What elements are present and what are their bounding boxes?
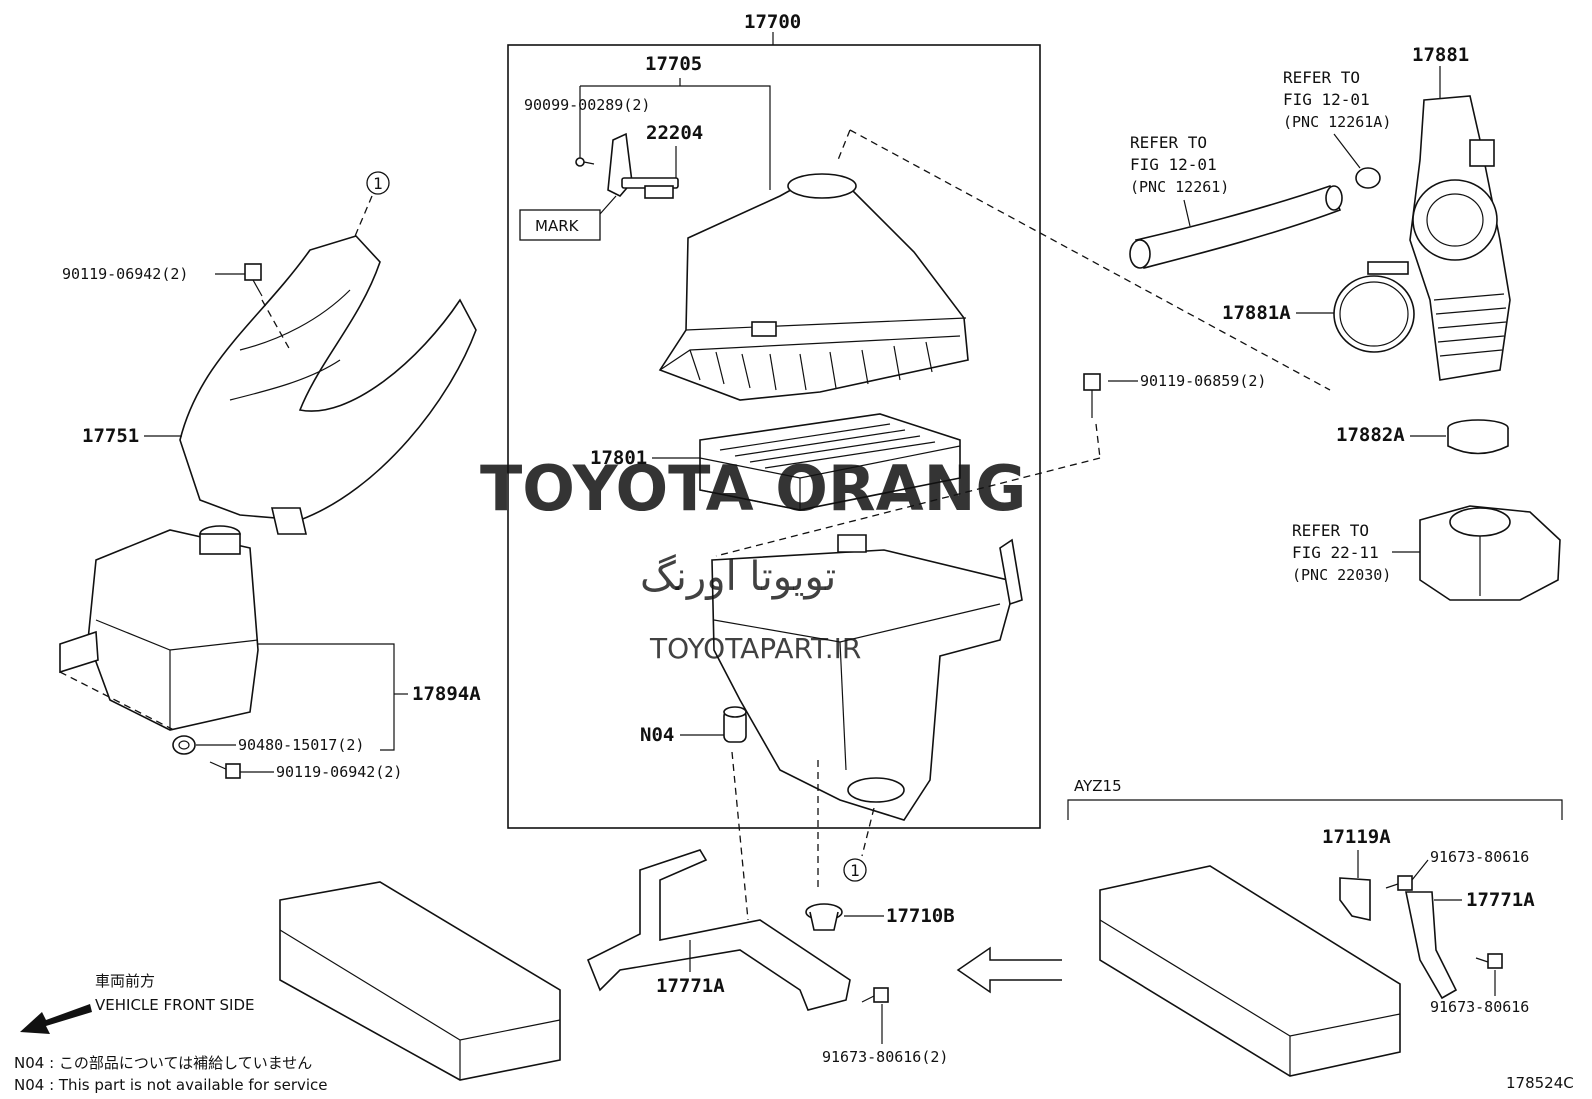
direction-arrow-center bbox=[956, 946, 1062, 994]
label-17710B: 17710B bbox=[886, 905, 955, 927]
intake-duct-icon bbox=[179, 235, 477, 535]
throttle-body-icon bbox=[1419, 505, 1561, 601]
bracket-center-icon bbox=[586, 849, 851, 1011]
label-mark: MARK bbox=[535, 217, 580, 235]
assembly-box bbox=[507, 44, 1041, 829]
ref-clip-line1: REFER TO bbox=[1283, 68, 1360, 87]
air-filter-element-icon bbox=[699, 413, 961, 511]
ref-throttle-line3: (PNC 22030) bbox=[1292, 566, 1391, 584]
ref-clip-line2: FIG 12-01 bbox=[1283, 90, 1370, 109]
label-AYZ15: AYZ15 bbox=[1074, 777, 1122, 795]
direction-jp: 車両前方 bbox=[95, 972, 155, 990]
label-17771A-center: 17771A bbox=[656, 975, 725, 997]
label-17705: 17705 bbox=[645, 53, 702, 75]
ref-throttle-line1: REFER TO bbox=[1292, 521, 1369, 540]
band-clamp-icon bbox=[1447, 419, 1509, 455]
bolt-icon-right-top bbox=[1385, 875, 1413, 891]
hose-clamp-icon bbox=[1333, 261, 1415, 353]
label-22204: 22204 bbox=[646, 122, 703, 144]
bolt-icon-right bbox=[1083, 373, 1101, 418]
ref-hose-line1: REFER TO bbox=[1130, 133, 1207, 152]
label-17119A: 17119A bbox=[1322, 826, 1391, 848]
label-17882A: 17882A bbox=[1336, 424, 1405, 446]
ref-hose-line3: (PNC 12261) bbox=[1130, 178, 1229, 196]
vehicle-front-arrow-icon bbox=[20, 1004, 92, 1034]
airflow-meter-icon bbox=[607, 132, 679, 199]
ref-throttle-line2: FIG 22-11 bbox=[1292, 543, 1379, 562]
label-91673-80616-right-top: 91673-80616 bbox=[1430, 848, 1529, 866]
intake-hose-icon bbox=[1409, 95, 1511, 381]
resonator-tank-icon bbox=[59, 525, 259, 731]
air-cleaner-cap-icon bbox=[658, 173, 969, 401]
callout-number-bottom: 1 bbox=[850, 861, 860, 880]
note-en: N04 : This part is not available for ser… bbox=[14, 1076, 328, 1094]
label-17881: 17881 bbox=[1412, 44, 1469, 66]
direction-en: VEHICLE FRONT SIDE bbox=[95, 996, 255, 1014]
callout-circle-bottom bbox=[843, 858, 867, 882]
watermark-url: TOYOTAPART.IR bbox=[649, 632, 861, 665]
ref-hose-line2: FIG 12-01 bbox=[1130, 155, 1217, 174]
bolt-icon-left-bottom bbox=[209, 761, 241, 779]
callout-number-top: 1 bbox=[373, 174, 383, 193]
callout-circle-top bbox=[366, 171, 390, 195]
label-17751: 17751 bbox=[82, 425, 139, 447]
label-N04: N04 bbox=[640, 724, 674, 746]
label-90480-15017: 90480-15017(2) bbox=[238, 736, 364, 754]
label-17801: 17801 bbox=[590, 447, 647, 469]
bolt-icon-center bbox=[861, 987, 889, 1003]
battery-right-icon bbox=[1099, 865, 1401, 1077]
label-17771A-right: 17771A bbox=[1466, 889, 1535, 911]
air-cleaner-case-icon bbox=[711, 534, 1023, 821]
screw-icon bbox=[575, 157, 595, 167]
plug-icon bbox=[805, 903, 843, 931]
grommet-icon bbox=[723, 706, 747, 743]
label-17700: 17700 bbox=[744, 11, 801, 33]
label-90119-06859: 90119-06859(2) bbox=[1140, 372, 1266, 390]
note-jp: N04 : この部品については補給していません bbox=[14, 1054, 312, 1072]
label-17894A: 17894A bbox=[412, 683, 481, 705]
battery-left-icon bbox=[279, 881, 561, 1081]
ref-clip-line3: (PNC 12261A) bbox=[1283, 113, 1391, 131]
label-91673-80616-center: 91673-80616(2) bbox=[822, 1048, 948, 1066]
hose-icon bbox=[1129, 185, 1343, 269]
mark-box bbox=[519, 209, 601, 241]
watermark-fa: تویوتا اورنگ bbox=[640, 554, 836, 600]
bracket-17119A-icon bbox=[1339, 877, 1371, 921]
bolt-icon-right-bottom bbox=[1475, 953, 1503, 969]
grommet-icon-left bbox=[172, 735, 196, 755]
clip-icon bbox=[1355, 167, 1381, 189]
label-91673-80616-right-bottom: 91673-80616 bbox=[1430, 998, 1529, 1016]
bracket-17771A-right-icon bbox=[1405, 891, 1458, 1000]
label-90099-00289: 90099-00289(2) bbox=[524, 96, 650, 114]
watermark-main: TOYOTA ORANG bbox=[480, 452, 1026, 525]
diagram-code: 178524C bbox=[1506, 1074, 1574, 1092]
label-90119-06942-top: 90119-06942(2) bbox=[62, 265, 188, 283]
label-17881A: 17881A bbox=[1222, 302, 1291, 324]
bolt-icon-left-top bbox=[244, 263, 263, 297]
label-90119-06942-bottom: 90119-06942(2) bbox=[276, 763, 402, 781]
